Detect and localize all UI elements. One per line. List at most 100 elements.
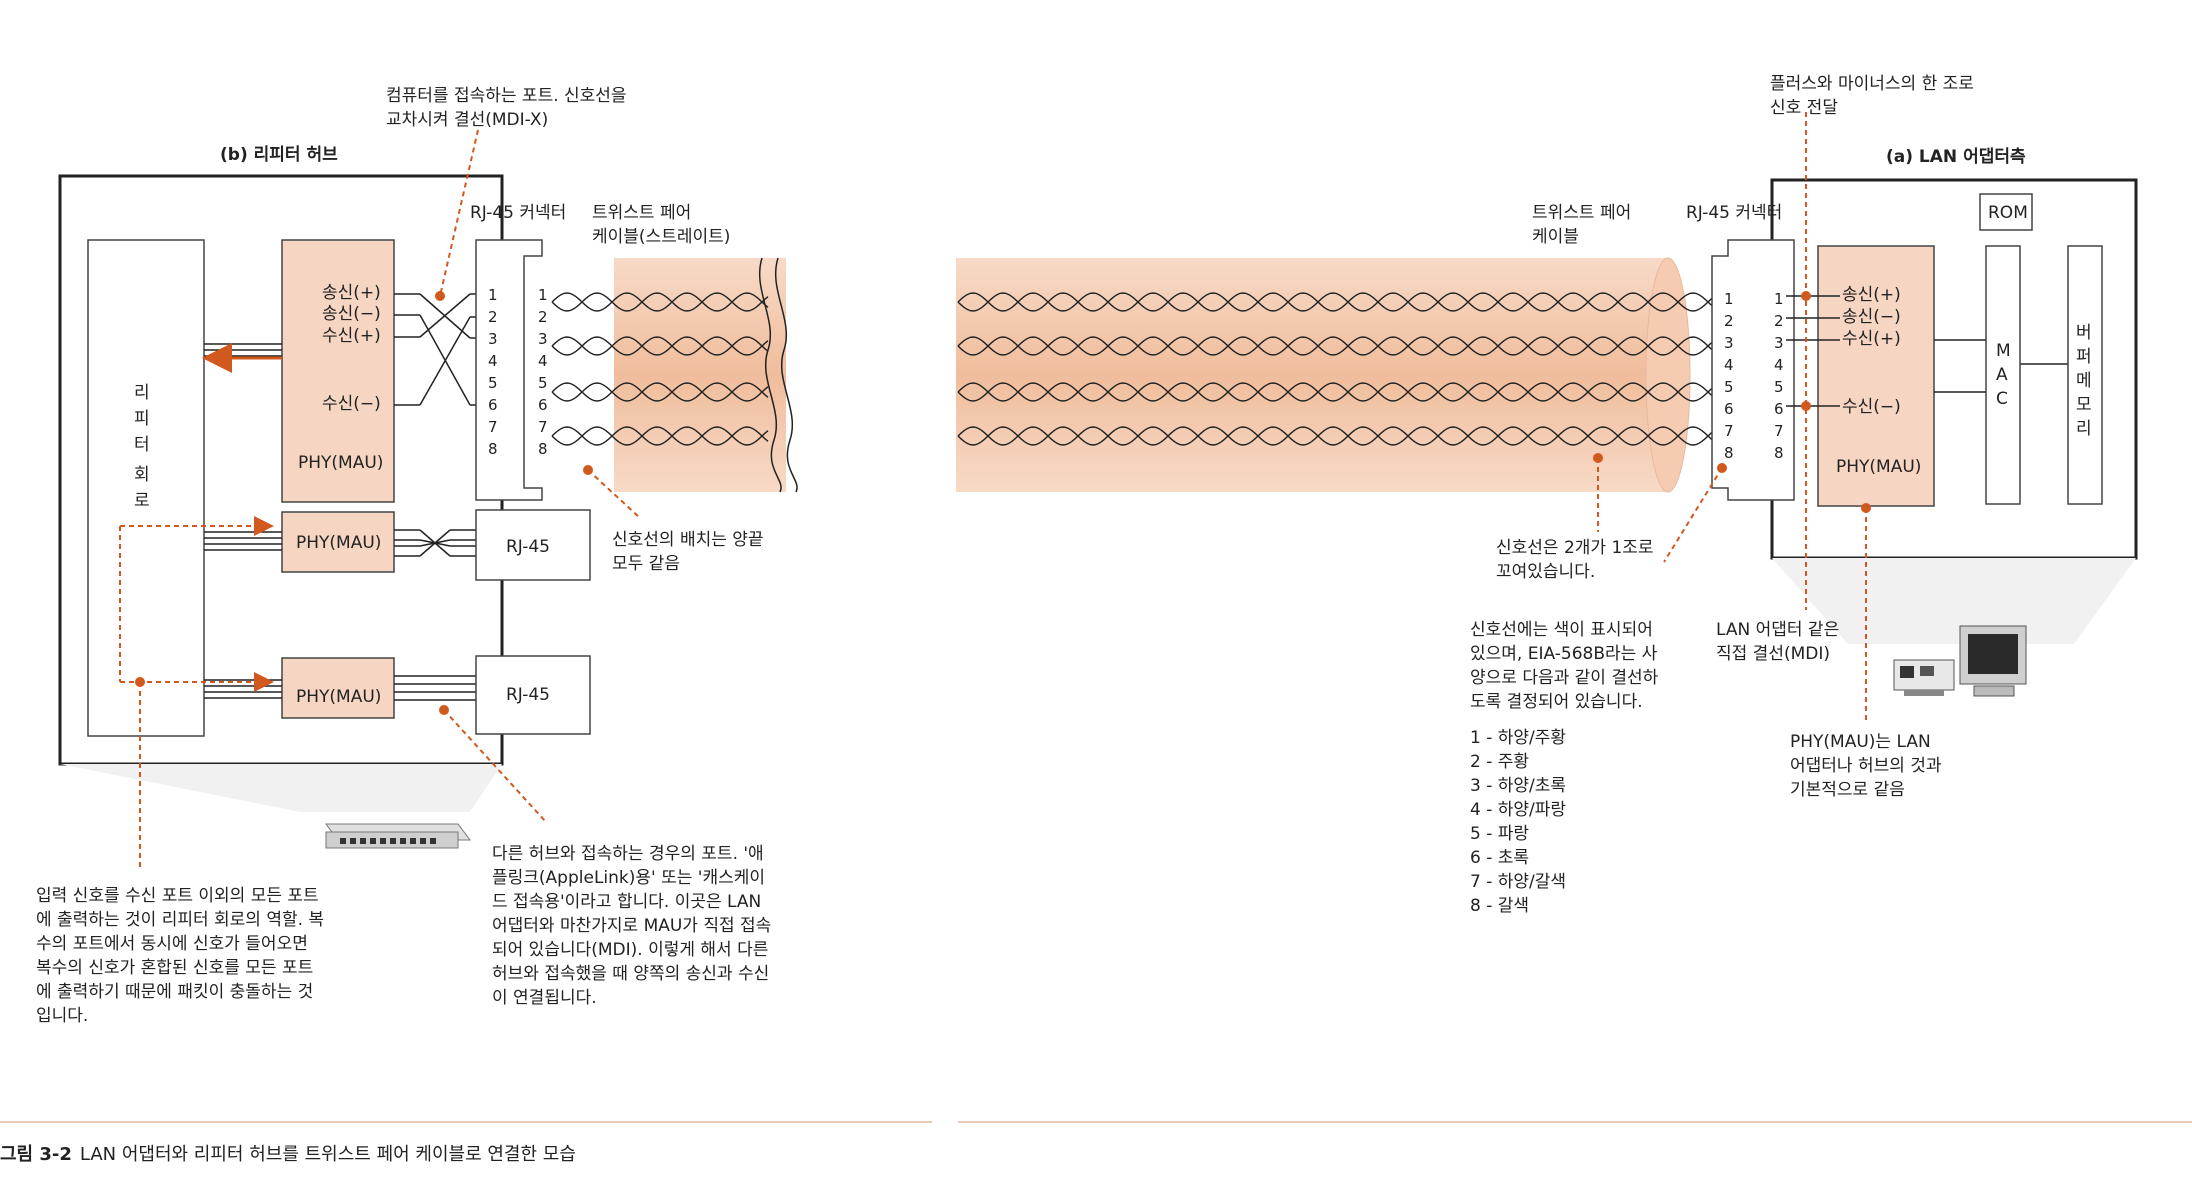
list-item: 5 - 파랑	[1470, 824, 1530, 844]
hub-device-icon	[325, 823, 471, 849]
svg-text:1: 1	[1774, 290, 1784, 308]
svg-text:트위스트 페어: 트위스트 페어	[1532, 203, 1631, 223]
svg-text:4: 4	[538, 352, 548, 370]
list-item: 7 - 하양/갈색	[1470, 872, 1567, 892]
svg-text:ROM: ROM	[1988, 203, 2028, 223]
wire-pair-4	[551, 426, 769, 446]
svg-text:리: 리	[134, 383, 150, 403]
hub-rj45-label: RJ-45 커넥터	[470, 203, 566, 223]
hub-phy-3	[281, 657, 395, 719]
computer-icon	[1959, 625, 2027, 697]
svg-text:모: 모	[2076, 395, 2092, 415]
hub-phy-label: PHY(MAU)	[298, 453, 383, 473]
svg-text:5: 5	[538, 374, 548, 392]
svg-text:7: 7	[538, 418, 548, 436]
cable-label-left: 트위스트 페어 케이블(스트레이트)	[592, 203, 730, 247]
svg-text:RJ-45: RJ-45	[506, 537, 550, 557]
rj45-port-2	[475, 655, 591, 735]
svg-text:8: 8	[1724, 444, 1734, 462]
note-pairs: 신호선은 2개가 1조로 꼬여있습니다.	[1496, 538, 1654, 582]
svg-text:RJ-45: RJ-45	[506, 685, 550, 705]
hub-pin-numbers: 1 2 3 4 5 6 7 8 1 2 3 4 5 6 7 8	[488, 286, 548, 458]
hub-signal-rx-minus: 수신(−)	[322, 394, 381, 414]
svg-text:1: 1	[488, 286, 498, 304]
note-same-pins: 신호선의 배치는 양끝 모두 같음	[612, 530, 764, 574]
twisted-pair-cable	[551, 257, 1715, 493]
svg-text:1: 1	[538, 286, 548, 304]
figure-number: 그림 3-2	[0, 1144, 72, 1165]
svg-text:8: 8	[1774, 444, 1784, 462]
svg-text:2: 2	[538, 308, 548, 326]
svg-text:송신(−): 송신(−)	[1842, 307, 1901, 327]
hub-title: (b) 리피터 허브	[220, 145, 338, 165]
adapter-title: (a) LAN 어댑터측	[1886, 147, 2026, 167]
hub-phy-2	[281, 511, 395, 573]
cable-label-right: 트위스트 페어 케이블	[1532, 203, 1631, 247]
svg-text:리: 리	[2076, 419, 2092, 439]
svg-text:8: 8	[488, 440, 498, 458]
svg-text:2: 2	[488, 308, 498, 326]
svg-text:트위스트 페어: 트위스트 페어	[592, 203, 691, 223]
list-item: 8 - 갈색	[1470, 896, 1530, 916]
leader-lines	[139, 112, 1867, 868]
svg-text:회: 회	[134, 465, 150, 485]
repeater-circuit-label: 리 피 터 회 로	[134, 383, 150, 511]
lan-adapter: (a) LAN 어댑터측 RJ-45 커넥터 1 2 3 4 5 6 7 8 1…	[1686, 147, 2138, 697]
svg-text:3: 3	[488, 330, 498, 348]
svg-text:수신(+): 수신(+)	[1842, 329, 1901, 349]
list-item: 6 - 초록	[1470, 848, 1530, 868]
note-repeater: 입력 신호를 수신 포트 이외의 모든 포트 에 출력하는 것이 리피터 회로의…	[36, 886, 325, 1026]
note-phy-same: PHY(MAU)는 LAN 어댑터나 허브의 것과 기본적으로 같음	[1790, 732, 1942, 800]
svg-text:2: 2	[1724, 312, 1734, 330]
wire-pair-3	[551, 382, 769, 402]
svg-text:6: 6	[488, 396, 498, 414]
svg-text:6: 6	[538, 396, 548, 414]
svg-text:A: A	[1996, 365, 2008, 385]
svg-text:7: 7	[488, 418, 498, 436]
svg-text:케이블(스트레이트): 케이블(스트레이트)	[592, 227, 730, 247]
repeater-hub: (b) 리피터 허브 리 피 터 회 로 PHY(MAU) 송신(+) 송신(−…	[58, 145, 591, 849]
figure-caption: 그림 3-2 LAN 어댑터와 리피터 허브를 트위스트 페어 케이블로 연결한 …	[0, 1140, 576, 1166]
list-item: 3 - 하양/초록	[1470, 776, 1567, 796]
mdix-crossover	[394, 293, 484, 406]
hub-signal-tx-plus: 송신(+)	[322, 283, 381, 303]
rom-chip	[1979, 193, 2033, 231]
mac-label: M A C	[1996, 341, 2011, 409]
svg-text:4: 4	[488, 352, 498, 370]
lan-card-icon	[1893, 659, 1955, 696]
adapter-rj45-connector	[1711, 239, 1795, 501]
svg-text:수신(−): 수신(−)	[1842, 397, 1901, 417]
repeater-circuit	[87, 239, 205, 737]
svg-text:2: 2	[1774, 312, 1784, 330]
svg-text:M: M	[1996, 341, 2011, 361]
list-item: 2 - 주황	[1470, 752, 1530, 772]
color-list: 1 - 하양/주황 2 - 주황 3 - 하양/초록 4 - 하양/파랑 5 -…	[1470, 726, 1566, 918]
svg-text:PHY(MAU): PHY(MAU)	[296, 533, 381, 553]
rj45-port-1	[475, 509, 591, 581]
buffer-memory-label: 버 퍼 메 모 리	[2076, 323, 2092, 439]
figure-caption-text: LAN 어댑터와 리피터 허브를 트위스트 페어 케이블로 연결한 모습	[79, 1144, 576, 1165]
note-mdix: 컴퓨터를 접속하는 포트. 신호선을 교차시켜 결선(MDI-X)	[386, 86, 627, 130]
list-item: 4 - 하양/파랑	[1470, 800, 1567, 820]
svg-text:6: 6	[1774, 400, 1784, 418]
svg-text:7: 7	[1724, 422, 1734, 440]
svg-text:6: 6	[1724, 400, 1734, 418]
adapter-pin-numbers: 1 2 3 4 5 6 7 8 1 2 3 4 5 6 7 8	[1724, 290, 1784, 462]
svg-text:5: 5	[1724, 378, 1734, 396]
hub-signal-rx-plus: 수신(+)	[322, 326, 381, 346]
svg-text:4: 4	[1724, 356, 1734, 374]
svg-text:C: C	[1996, 389, 2008, 409]
svg-text:퍼: 퍼	[2076, 347, 2092, 367]
wire-pair-1	[957, 292, 1715, 312]
list-item: 1 - 하양/주황	[1470, 728, 1567, 748]
hub-phy	[281, 239, 395, 503]
svg-text:5: 5	[1774, 378, 1784, 396]
hub-rj45-connector	[475, 239, 543, 501]
svg-text:터: 터	[134, 435, 150, 455]
wire-pair-3	[957, 382, 1715, 402]
svg-text:메: 메	[2076, 371, 2092, 391]
svg-text:PHY(MAU): PHY(MAU)	[296, 687, 381, 707]
adapter-phy	[1817, 245, 1935, 507]
svg-text:로: 로	[134, 491, 150, 511]
note-uplink: 다른 허브와 접속하는 경우의 포트. '애 플링크(AppleLink)용' …	[492, 844, 772, 1008]
